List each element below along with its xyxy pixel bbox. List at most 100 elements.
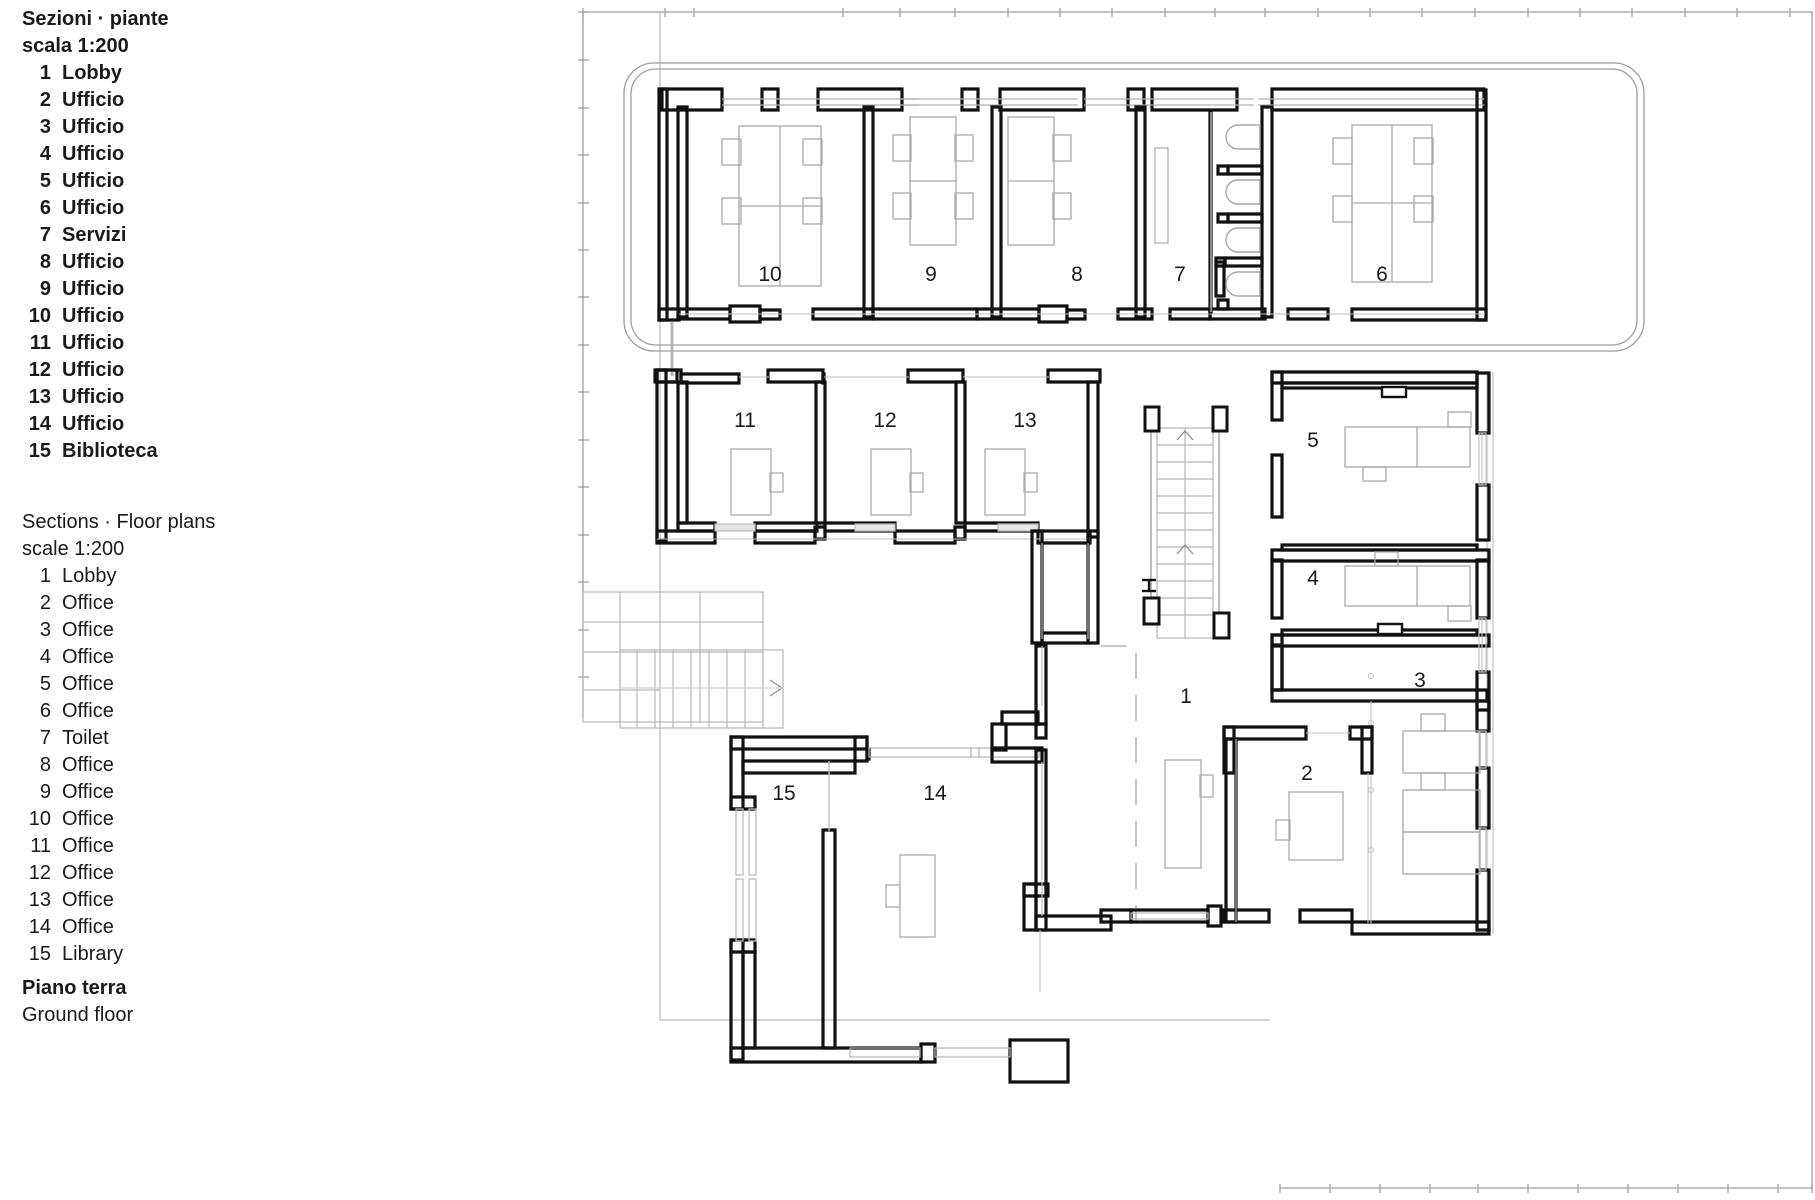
caption-english: Ground floor [22, 1004, 134, 1026]
room-3-upper-walls [1270, 633, 1489, 703]
legend-item-label: Office [62, 781, 114, 803]
lobby-south-wall [1099, 904, 1223, 928]
legend-item-number: 3 [39, 619, 51, 641]
room-number-6: 6 [1376, 263, 1388, 286]
furniture-office-2 [1275, 791, 1344, 861]
mid-to-lobby-wall [1030, 529, 1100, 645]
room-number-1: 1 [1180, 685, 1192, 708]
legend-item-label: Ufficio [62, 278, 125, 300]
room-number-3: 3 [1414, 669, 1426, 692]
stair-treads [1156, 427, 1214, 639]
furniture-office-3 [1402, 713, 1481, 875]
furniture-office-8 [1007, 116, 1072, 246]
room-number-7: 7 [1174, 263, 1186, 286]
legend-item-label: Toilet [62, 727, 109, 749]
legend-item-number: 6 [39, 700, 51, 722]
legend-item-number: 4 [39, 143, 51, 165]
legend-item: 3 Ufficio [22, 114, 322, 141]
legend-item-number: 10 [28, 808, 51, 830]
legend-item-label: Office [62, 754, 114, 776]
legend-item-number: 12 [28, 862, 51, 884]
legend-item-number: 11 [30, 835, 51, 857]
room-number-2: 2 [1301, 762, 1313, 785]
legend-item-label: Ufficio [62, 116, 125, 138]
room-5-fixture [1380, 385, 1408, 399]
link-wall [653, 368, 679, 384]
legend-item-label: Ufficio [62, 89, 125, 111]
legend-item-number: 9 [39, 278, 51, 300]
legend-item-label: Office [62, 889, 114, 911]
furniture-office-9 [892, 116, 974, 246]
toilet-7-partitions [1208, 110, 1264, 314]
stair-rails [1150, 428, 1220, 625]
lobby-area [1099, 645, 1374, 928]
furniture-office-14 [885, 854, 936, 938]
legend-spacer [22, 465, 322, 509]
plan-caption: Piano terra Ground floor [22, 975, 342, 1029]
room-number-8: 8 [1071, 263, 1083, 286]
legend-item-number: 2 [39, 89, 51, 111]
legend-item-label: Ufficio [62, 251, 125, 273]
legend-item-label: Library [62, 943, 124, 965]
caption-italian: Piano terra [22, 977, 127, 999]
legend-item: 11 Office [22, 833, 322, 860]
furniture-office-6 [1332, 124, 1434, 283]
legend-item-label: Ufficio [62, 359, 125, 381]
furniture-office-5 [1344, 411, 1472, 482]
room-3-walls [1350, 699, 1491, 936]
toilet-7-fixtures [1210, 112, 1261, 312]
legend-item-label: Office [62, 835, 114, 857]
west-wing-walls [729, 735, 923, 1064]
legend-item-number: 10 [28, 305, 51, 327]
room-14-bottom-glazing [849, 1047, 1011, 1058]
mid-south-wall [655, 521, 1092, 545]
room-number-12: 12 [873, 409, 896, 432]
legend-item-label: Office [62, 916, 114, 938]
mid-west-block [653, 322, 1102, 645]
legend-item-number: 1 [39, 62, 51, 84]
legend-item-number: 3 [39, 116, 51, 138]
north-wall-top [660, 87, 1486, 112]
legend-italian-title: Sezioni · piante [22, 8, 169, 30]
scale-ruler-left [578, 11, 589, 718]
legend-item-number: 5 [39, 170, 51, 192]
legend-item-label: Lobby [62, 62, 122, 84]
room-number-13: 13 [1013, 409, 1036, 432]
room-number-4: 4 [1307, 567, 1319, 590]
room-3-windows [1478, 730, 1487, 871]
room-15-west-glazing [735, 808, 757, 942]
legend-item-label: Ufficio [62, 143, 125, 165]
legend-item: 4 Ufficio [22, 141, 322, 168]
legend-item-label: Office [62, 619, 114, 641]
legend-item-label: Office [62, 862, 114, 884]
exterior-flight-stairs [619, 649, 784, 729]
room-4-window [1478, 617, 1487, 673]
legend-item: 2 Ufficio [22, 87, 322, 114]
legend-item-number: 9 [39, 781, 51, 803]
east-thin-edge [1486, 372, 1494, 934]
legend-item-number: 14 [28, 916, 51, 938]
site-boundary [583, 12, 1270, 1021]
furniture-office-13 [984, 448, 1038, 516]
east-block [1270, 370, 1494, 936]
legend-item: 1 Lobby [22, 60, 322, 87]
legend-english-scale: scale 1:200 [22, 538, 125, 560]
scale-ruler-bottom [1279, 1184, 1813, 1193]
legend-item: 12 Office [22, 860, 322, 887]
mid-to-lobby-thin [1041, 543, 1089, 639]
north-partitions [657, 87, 1488, 322]
